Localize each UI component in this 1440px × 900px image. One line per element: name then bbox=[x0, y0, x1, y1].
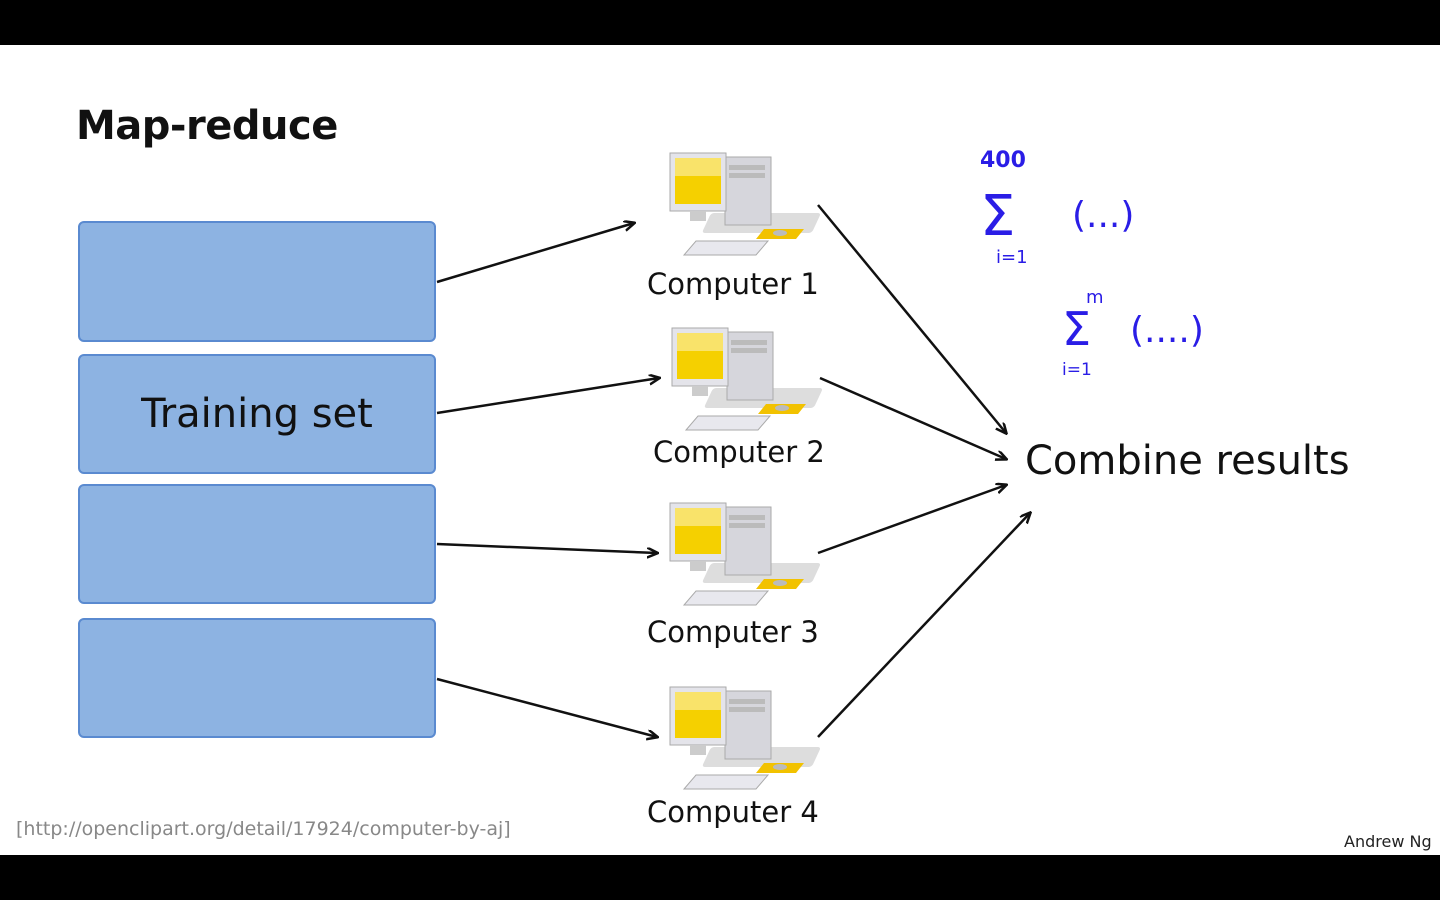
data-partition-1 bbox=[78, 221, 436, 342]
computer-2-icon bbox=[671, 327, 824, 431]
computer-4-label: Computer 4 bbox=[647, 795, 819, 829]
sum2-symbol: Σ bbox=[1062, 302, 1091, 356]
arrow-partition2-to-computer2 bbox=[436, 378, 659, 415]
author-name: Andrew Ng bbox=[1344, 832, 1432, 851]
data-partition-2-training-set: Training set bbox=[78, 354, 436, 474]
handwritten-sum-400: 400 Σ i=1 (...) bbox=[980, 148, 1134, 268]
arrow-partition1-to-computer1 bbox=[436, 223, 634, 284]
computer-3-icon bbox=[669, 502, 822, 606]
sum1-lower: i=1 bbox=[996, 247, 1028, 268]
computer-1-icon bbox=[669, 152, 822, 256]
computer-1-label: Computer 1 bbox=[647, 267, 819, 301]
sum2-upper: m bbox=[1086, 287, 1104, 308]
sum2-body: (....) bbox=[1130, 310, 1204, 351]
arrow-computer3-to-combine bbox=[817, 485, 1006, 555]
computer-2-label: Computer 2 bbox=[653, 435, 825, 469]
diagram-graphics: 400 Σ i=1 (...) m Σ i=1 (....) bbox=[436, 148, 1204, 790]
sum1-symbol: Σ bbox=[980, 184, 1015, 249]
arrow-computer1-to-combine bbox=[817, 204, 1006, 433]
slide-title: Map-reduce bbox=[76, 103, 338, 149]
computer-3-label: Computer 3 bbox=[647, 615, 819, 649]
arrow-computer4-to-combine bbox=[817, 513, 1030, 738]
sum1-body: (...) bbox=[1072, 195, 1134, 236]
sum1-upper: 400 bbox=[980, 148, 1026, 173]
sum2-lower: i=1 bbox=[1062, 360, 1092, 380]
arrow-partition3-to-computer3 bbox=[436, 542, 657, 553]
combine-results-label: Combine results bbox=[1025, 438, 1350, 484]
image-credit: [http://openclipart.org/detail/17924/com… bbox=[16, 818, 511, 840]
handwritten-sum-m: m Σ i=1 (....) bbox=[1062, 287, 1204, 380]
data-partition-3 bbox=[78, 484, 436, 604]
arrow-computer2-to-combine bbox=[819, 376, 1006, 459]
data-partition-4 bbox=[78, 618, 436, 738]
arrow-partition4-to-computer4 bbox=[436, 677, 657, 737]
slide: Map-reduce Training set 400 Σ i=1 (...) bbox=[0, 45, 1440, 855]
computer-4-icon bbox=[669, 686, 822, 790]
